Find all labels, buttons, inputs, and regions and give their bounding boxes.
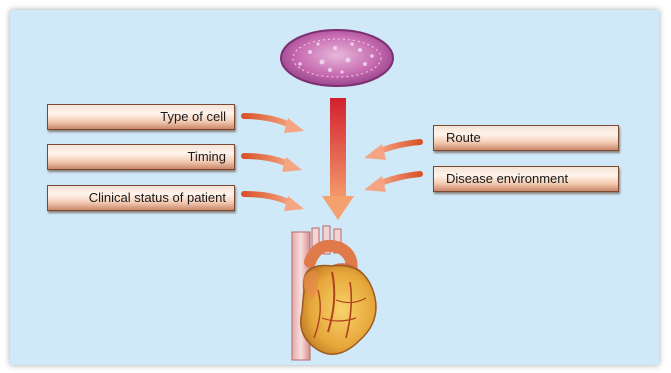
arrow-timing: [244, 156, 302, 172]
factor-route: Route: [433, 125, 619, 151]
cell-cross-section-icon: [281, 30, 393, 86]
factor-timing: Timing: [47, 144, 235, 170]
arrow-type-of-cell: [244, 116, 304, 133]
arrow-route: [364, 142, 420, 160]
central-arrow: [322, 98, 354, 220]
left-arrows: [244, 116, 304, 211]
heart-illustration-icon: [292, 226, 376, 360]
factor-disease-environment: Disease environment: [433, 166, 619, 192]
arrow-clinical-status: [244, 194, 304, 211]
factor-type-of-cell: Type of cell: [47, 104, 235, 130]
right-arrows: [364, 142, 420, 192]
arrow-disease-environment: [364, 174, 420, 192]
factor-clinical-status: Clinical status of patient: [47, 185, 235, 211]
